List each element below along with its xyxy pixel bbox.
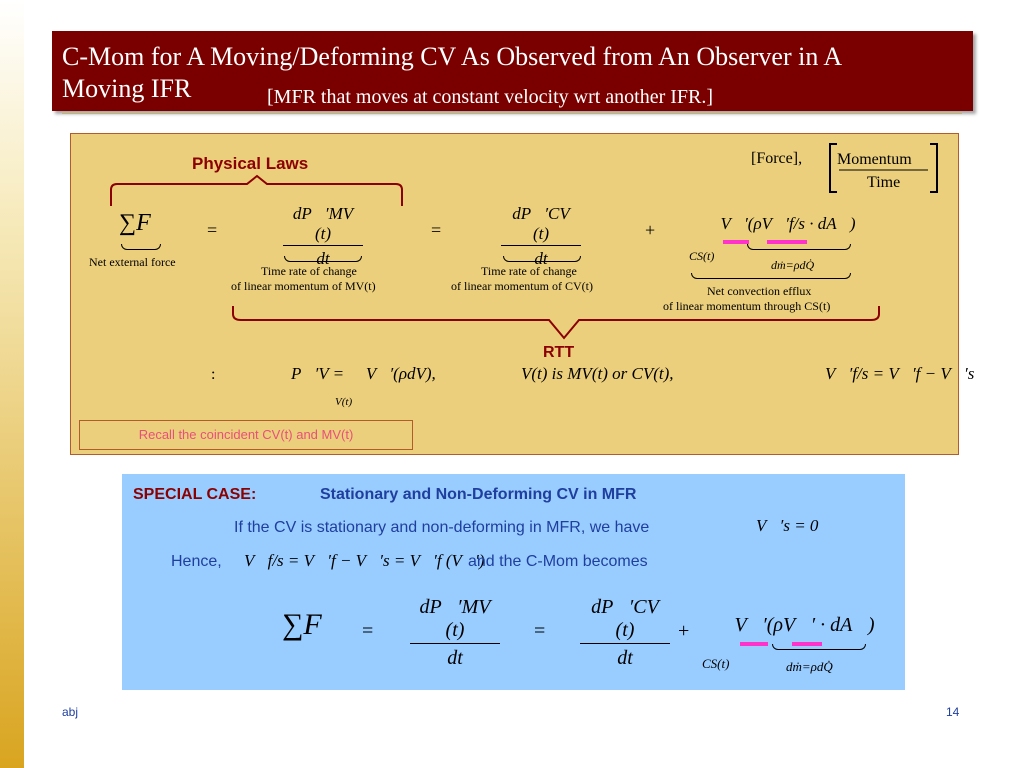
title-bar: C-Mom for A Moving/Deforming CV As Obser… (52, 31, 973, 111)
highlight-velocity-1 (723, 240, 749, 244)
vs-zero-equation: V⃗′s = 0 (756, 516, 819, 535)
hence-equation: V⃗f/s = V⃗′f − V⃗′s = V⃗′f (V⃗′) (244, 551, 485, 570)
rate-of-change-label-mv: Time rate of change (261, 264, 357, 278)
special-equals-2: = (534, 620, 546, 642)
slide-title: C-Mom for A Moving/Deforming CV As Obser… (62, 41, 962, 108)
special-flux-integral: ∮ V⃗′(ρV⃗′ · dA⃗) (714, 614, 875, 636)
vt-is-label: V(t) is MV(t) or CV(t), (521, 364, 674, 383)
dp-mv-numerator: dP⃗′MV (t) (283, 204, 363, 246)
special-dp-mv-denominator: dt (447, 647, 463, 669)
dp-mv-fraction: dP⃗′MV (t) dt (283, 204, 363, 269)
footer-author: abj (62, 705, 79, 719)
special-mdot-underbrace (772, 644, 866, 650)
linear-momentum-mv-label: of linear momentum of MV(t) (231, 279, 376, 293)
special-highlight-velocity-1 (740, 642, 768, 646)
convection-label-1: Net convection efflux (707, 284, 812, 298)
special-equals-1: = (362, 620, 374, 642)
convection-label-2: of linear momentum through CS(t) (663, 299, 831, 313)
special-case-line1: If the CV is stationary and non-deformin… (234, 519, 650, 536)
momentum-label: Momentum (837, 151, 912, 168)
flux-integral-term: ∮ V⃗′(ρV⃗′f/s · dA⃗) (703, 214, 856, 233)
special-plus-sign: + (678, 620, 690, 642)
pv-v-t-label: V(t) (335, 396, 353, 408)
becomes-label: and the C-Mom becomes (468, 553, 648, 570)
dp-mv-underbrace (284, 256, 362, 262)
special-mdot-label: dṁ=ρdQ̇ (786, 659, 833, 674)
time-label: Time (867, 174, 901, 191)
colon-sign: : (211, 366, 216, 383)
rtt-brace (232, 306, 880, 340)
physical-laws-brace (110, 174, 403, 206)
dp-mv-denominator: dt (316, 249, 330, 268)
net-external-force-label: Net external force (89, 255, 176, 269)
hence-label: Hence, (171, 553, 222, 570)
plus-sign: + (645, 220, 656, 240)
mdot-label: dṁ=ρdQ̇ (771, 258, 815, 272)
momentum-bracket (829, 143, 938, 193)
special-sum-force: ∑F⃗ (282, 608, 346, 641)
equals-sign-2: = (431, 220, 442, 240)
dp-cv-numerator: dP⃗′CV (t) (501, 204, 581, 246)
mdot-underbrace (747, 244, 851, 250)
special-case-box: SPECIAL CASE: Stationary and Non-Deformi… (122, 474, 905, 690)
rtt-equation-box: Physical Laws [Force], Momentum Time ∑F⃗… (70, 133, 974, 455)
special-case-heading: SPECIAL CASE: (133, 486, 257, 503)
special-dp-cv-numerator: dP⃗′CV (t) (580, 596, 670, 644)
rtt-label: RTT (543, 344, 575, 361)
special-case-subheading: Stationary and Non-Deforming CV in MFR (320, 486, 637, 503)
dp-cv-fraction: dP⃗′CV (t) dt (501, 204, 581, 269)
special-dp-cv-denominator: dt (617, 647, 633, 669)
linear-momentum-cv-label: of linear momentum of CV(t) (451, 279, 593, 293)
recall-text: Recall the coincident CV(t) and MV(t) (138, 427, 354, 442)
slide-title-line2: Moving IFR (62, 74, 192, 103)
physical-laws-label: Physical Laws (192, 154, 309, 173)
dp-cv-underbrace (503, 256, 581, 262)
left-gradient-bar (0, 0, 24, 768)
special-highlight-velocity-2 (792, 642, 822, 646)
vfs-definition: V⃗′f/s = V⃗′f − V⃗′s (825, 364, 975, 383)
slide-subtitle: [MFR that moves at constant velocity wrt… (267, 86, 714, 108)
convection-underbrace (691, 273, 851, 279)
sum-force-underbrace (121, 244, 161, 250)
special-dp-mv-fraction: dP⃗′MV (t) dt (410, 596, 500, 670)
force-label: [Force], (751, 150, 803, 167)
special-cs-t-label: CS(t) (702, 656, 730, 671)
cs-t-label: CS(t) (689, 249, 715, 263)
title-divider (62, 113, 962, 114)
dp-cv-denominator: dt (534, 249, 548, 268)
recall-box: Recall the coincident CV(t) and MV(t) (79, 420, 413, 450)
equals-sign-1: = (207, 220, 218, 240)
highlight-velocity-2 (767, 240, 807, 244)
footer-page-number: 14 (946, 705, 960, 719)
sum-force-term: ∑F⃗ (119, 210, 170, 236)
special-dp-cv-fraction: dP⃗′CV (t) dt (580, 596, 670, 670)
rate-of-change-label-cv: Time rate of change (481, 264, 577, 278)
special-dp-mv-numerator: dP⃗′MV (t) (410, 596, 500, 644)
pv-definition: P⃗′V = ∮ V⃗′(ρdV), (291, 364, 436, 383)
slide-title-line1: C-Mom for A Moving/Deforming CV As Obser… (62, 42, 843, 71)
